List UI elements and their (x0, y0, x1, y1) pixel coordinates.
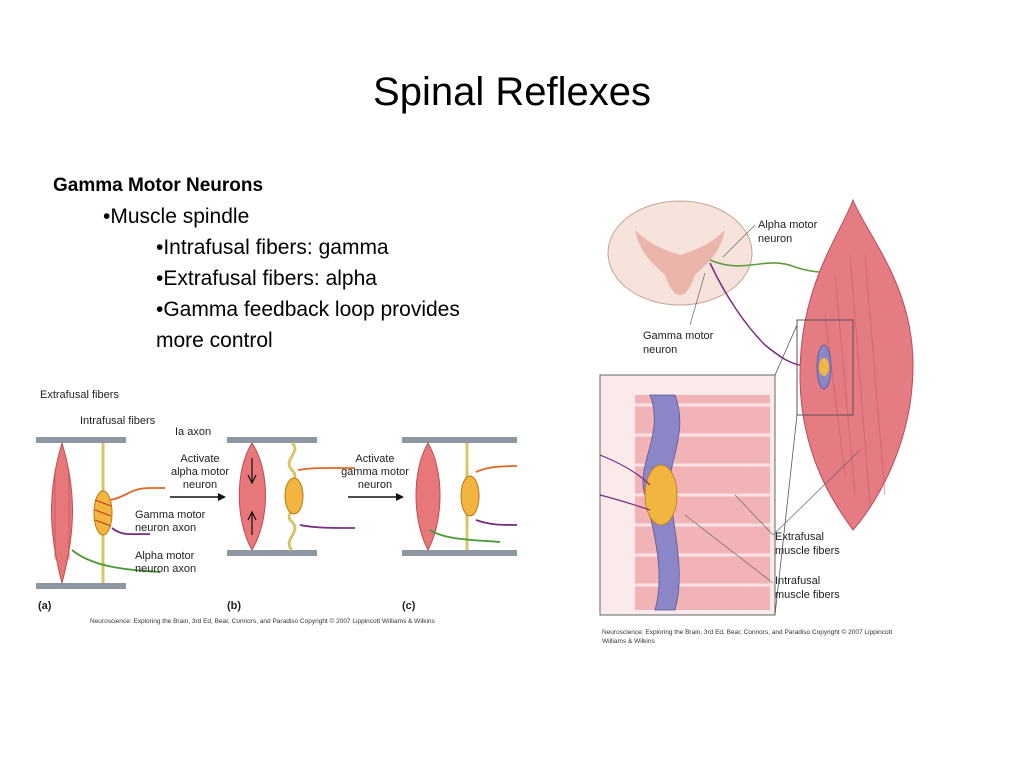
bullet-gamma-loop: •Gamma feedback loop provides (156, 298, 460, 321)
slide-title: Spinal Reflexes (373, 70, 651, 114)
label-alpha-axon-1: Alpha motor (135, 550, 195, 562)
label-gamma-axon-1: Gamma motor (135, 509, 206, 521)
bullet-list: Gamma Motor Neurons •Muscle spindle •Int… (53, 170, 460, 356)
right-figure-caption-1: Neuroscience: Exploring the Brain, 3rd E… (602, 628, 892, 636)
panel-a-diagram (36, 437, 165, 589)
right-figure-caption-2: Williams & Wilkins (602, 638, 655, 645)
label-activate-gamma-2: gamma motor (341, 466, 409, 478)
bullet-intrafusal: •Intrafusal fibers: gamma (156, 236, 389, 259)
label-extrafusal-fibers: Extrafusal fibers (40, 389, 119, 401)
label-extrafusal-1: Extrafusal (775, 531, 824, 543)
panel-c-diagram (402, 437, 518, 556)
label-activate-gamma-3: neuron (358, 479, 392, 491)
panel-label-a: (a) (38, 600, 52, 612)
label-activate-alpha-1: Activate (180, 453, 219, 465)
label-gamma-axon-2: neuron axon (135, 522, 196, 534)
figure-muscle-spindle-anatomy: Alpha motor neuron Gamma motor neuron Ex… (595, 195, 935, 650)
figure-spindle-panels: Extrafusal fibers Intrafusal fibers Ia a… (30, 380, 530, 630)
label-intrafusal-1: Intrafusal (775, 575, 820, 587)
label-gamma-motor-2: neuron (643, 344, 677, 356)
label-gamma-motor-1: Gamma motor (643, 330, 714, 342)
bullet-extrafusal: •Extrafusal fibers: alpha (156, 267, 377, 290)
bullet-muscle-spindle: •Muscle spindle (103, 205, 250, 228)
bullet-gamma-loop-continued: more control (156, 329, 273, 352)
label-extrafusal-2: muscle fibers (775, 545, 840, 557)
left-figure-caption: Neuroscience: Exploring the Brain, 3rd E… (90, 617, 436, 625)
panel-label-c: (c) (402, 600, 416, 612)
label-alpha-motor-1: Alpha motor (758, 219, 818, 231)
label-ia-axon: Ia axon (175, 426, 211, 438)
label-activate-gamma-1: Activate (355, 453, 394, 465)
magnified-spindle (599, 374, 776, 616)
spinal-cord-section (607, 200, 753, 306)
label-alpha-motor-2: neuron (758, 233, 792, 245)
whole-muscle (799, 198, 914, 531)
label-intrafusal-2: muscle fibers (775, 589, 840, 601)
label-alpha-axon-2: neuron axon (135, 563, 196, 575)
label-activate-alpha-2: alpha motor (171, 466, 229, 478)
label-intrafusal-fibers: Intrafusal fibers (80, 415, 156, 427)
label-activate-alpha-3: neuron (183, 479, 217, 491)
panel-b-diagram (227, 437, 356, 556)
bullet-heading: Gamma Motor Neurons (53, 175, 264, 196)
panel-label-b: (b) (227, 600, 241, 612)
